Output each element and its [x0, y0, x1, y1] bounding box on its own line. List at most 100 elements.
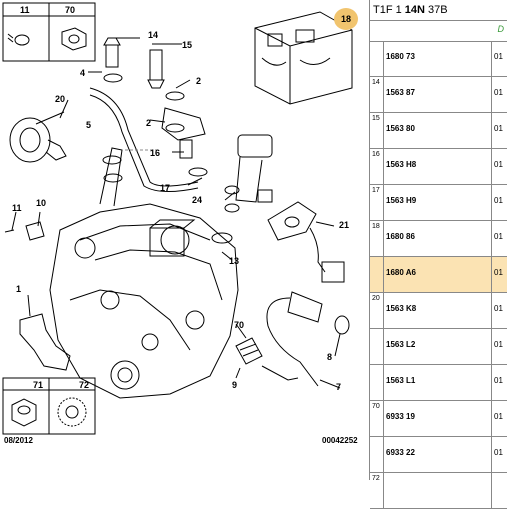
qty-separator — [491, 365, 492, 400]
part-code[interactable]: 1563 87 — [386, 88, 415, 97]
part-code[interactable]: 1680 73 — [386, 52, 415, 61]
parts-row[interactable]: 72 — [370, 473, 507, 509]
ref-cell — [370, 149, 384, 184]
panel-subheader: D — [370, 21, 507, 42]
qty-separator — [491, 257, 492, 292]
inset-box-70 — [48, 2, 96, 62]
callout-70b[interactable]: 70 — [234, 320, 245, 330]
part-ref: 14 — [372, 79, 380, 86]
callout-13[interactable]: 13 — [229, 256, 240, 266]
part-code[interactable]: 1563 K8 — [386, 304, 417, 313]
ref-cell — [370, 437, 384, 472]
part-code[interactable]: 1563 L2 — [386, 340, 416, 349]
part-code[interactable]: 1563 L1 — [386, 376, 416, 385]
qty-separator — [491, 329, 492, 364]
part-code[interactable]: 1680 A6 — [386, 268, 416, 277]
parts-row[interactable]: 1563 L1 01 — [370, 365, 507, 401]
part-qty: 01 — [494, 340, 503, 349]
part-ref: 70 — [372, 403, 380, 410]
part-ref: 20 — [372, 295, 380, 302]
part-qty: 01 — [494, 232, 503, 241]
part-code[interactable]: 1563 H8 — [386, 160, 417, 169]
part-code[interactable]: 1563 80 — [386, 124, 415, 133]
qty-separator — [491, 41, 492, 76]
part-ref: 16 — [372, 151, 380, 158]
parts-row[interactable]: 17 1563 H9 01 — [370, 185, 507, 221]
header-bold: 14N — [404, 4, 425, 16]
callout-72[interactable]: 72 — [79, 380, 90, 390]
parts-row[interactable]: 1680 73 01 — [370, 41, 507, 77]
part-qty: 01 — [494, 196, 503, 205]
part-qty: 01 — [494, 160, 503, 169]
callout-11[interactable]: 11 — [20, 5, 30, 15]
ref-cell — [370, 41, 384, 76]
callout-21[interactable]: 21 — [339, 220, 350, 230]
diagram-drawing — [2, 2, 353, 435]
callout-8[interactable]: 8 — [327, 352, 333, 362]
callout-11b[interactable]: 11 — [12, 203, 22, 213]
part-ref: 18 — [372, 223, 380, 230]
parts-row[interactable]: 16 1563 H8 01 — [370, 149, 507, 185]
callout-18-highlight[interactable]: 18 — [334, 8, 358, 30]
inset-box-72 — [48, 377, 96, 435]
callout-2[interactable]: 2 — [196, 76, 202, 86]
diagram-date: 08/2012 — [4, 436, 33, 445]
callout-71[interactable]: 71 — [33, 380, 44, 390]
part-code[interactable]: 6933 22 — [386, 448, 415, 457]
part-ref: 72 — [372, 475, 380, 482]
parts-row[interactable]: 14 1563 87 01 — [370, 77, 507, 113]
part-qty: 01 — [494, 268, 503, 277]
corner-mark: D — [497, 24, 505, 34]
parts-row[interactable]: 18 1680 86 01 — [370, 221, 507, 257]
ref-cell — [370, 221, 384, 256]
part-ref: 17 — [372, 187, 380, 194]
callout-20[interactable]: 20 — [55, 94, 66, 104]
callout-16[interactable]: 16 — [150, 148, 161, 158]
qty-separator — [491, 437, 492, 472]
callout-5[interactable]: 5 — [86, 120, 92, 130]
callout-2b[interactable]: 2 — [146, 118, 152, 128]
callout-9[interactable]: 9 — [232, 380, 238, 390]
header-prefix: T1F 1 — [373, 4, 402, 16]
qty-separator — [491, 293, 492, 328]
part-ref: 15 — [372, 115, 380, 122]
part-qty: 01 — [494, 304, 503, 313]
part-qty: 01 — [494, 124, 503, 133]
parts-row[interactable]: 1563 L2 01 — [370, 329, 507, 365]
part-qty: 01 — [494, 52, 503, 61]
ref-cell — [370, 401, 384, 436]
qty-separator — [491, 149, 492, 184]
parts-row[interactable]: 1680 A6 01 — [370, 257, 507, 293]
part-code[interactable]: 6933 19 — [386, 412, 415, 421]
parts-row[interactable]: 15 1563 80 01 — [370, 113, 507, 149]
parts-diagram: 11 70 14 15 4 2 20 5 2 16 17 24 21 11 10… — [2, 2, 358, 445]
header-suffix: 37B — [428, 4, 448, 16]
callout-1[interactable]: 1 — [16, 284, 22, 294]
callout-70[interactable]: 70 — [65, 5, 76, 15]
part-code[interactable]: 1563 H9 — [386, 196, 417, 205]
qty-separator — [491, 113, 492, 148]
callout-15[interactable]: 15 — [182, 40, 193, 50]
parts-row[interactable]: 20 1563 K8 01 — [370, 293, 507, 329]
ref-cell — [370, 257, 384, 292]
callout-4[interactable]: 4 — [80, 68, 86, 78]
ref-cell — [370, 113, 384, 148]
ref-cell — [370, 365, 384, 400]
callout-17[interactable]: 17 — [160, 183, 171, 193]
callout-10[interactable]: 10 — [36, 198, 47, 208]
qty-separator — [491, 401, 492, 436]
callout-7[interactable]: 7 — [336, 382, 342, 392]
panel-header: T1F 1 14N 37B — [370, 0, 507, 21]
callout-24[interactable]: 24 — [192, 195, 203, 205]
part-code[interactable]: 1680 86 — [386, 232, 415, 241]
part-qty: 01 — [494, 88, 503, 97]
ref-cell — [370, 185, 384, 220]
ref-cell — [370, 293, 384, 328]
callout-14[interactable]: 14 — [148, 30, 159, 40]
part-qty: 01 — [494, 376, 503, 385]
qty-separator — [491, 473, 492, 508]
qty-separator — [491, 77, 492, 112]
